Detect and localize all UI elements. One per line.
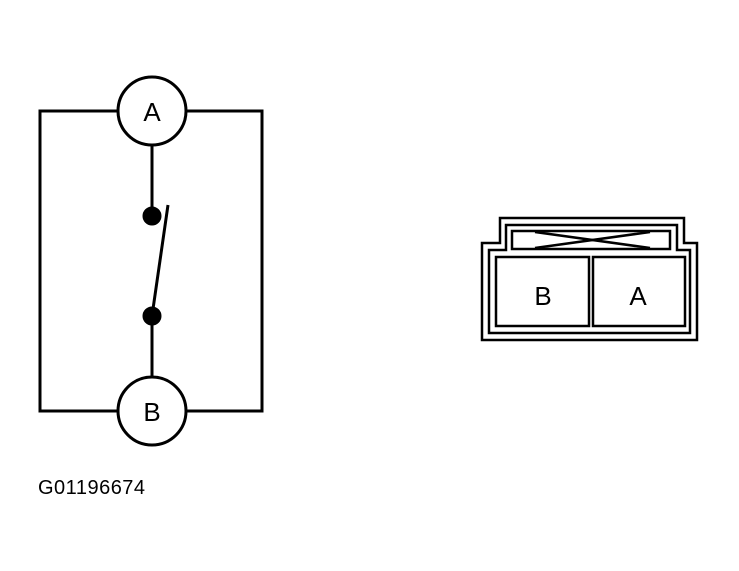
lock-x-2 [534, 230, 651, 250]
cavity-a [591, 255, 687, 328]
connector-inner-shell [487, 223, 692, 335]
figure-id: G01196674 [38, 477, 146, 499]
terminal-b-label: B [143, 397, 160, 427]
upper-contact-dot [142, 206, 162, 226]
left-wire [38, 109, 118, 413]
switch-blade [150, 204, 170, 317]
switch-schematic [38, 75, 264, 447]
locking-tab [510, 229, 672, 251]
lower-contact-dot [142, 306, 162, 326]
cavity-a-label: A [629, 281, 647, 311]
right-wire [186, 109, 264, 413]
connector-outer-shell [480, 216, 699, 342]
terminal-b-circle [116, 375, 188, 447]
terminal-a-label: A [143, 97, 161, 127]
cavity-b-label: B [534, 281, 551, 311]
connector-face [480, 216, 699, 342]
terminal-a-circle [116, 75, 188, 147]
cavity-b [494, 255, 591, 328]
